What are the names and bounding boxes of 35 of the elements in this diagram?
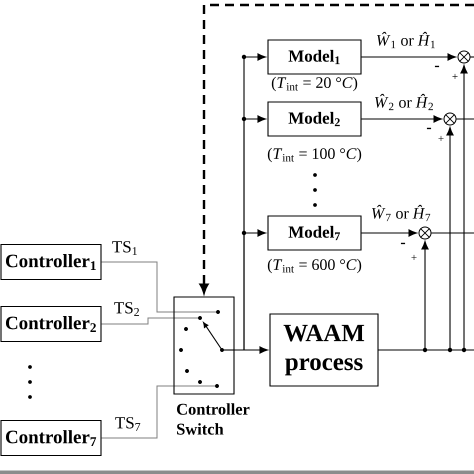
sign-label: - bbox=[426, 128, 432, 130]
connector-line bbox=[378, 349, 474, 351]
sign-label: - bbox=[434, 66, 440, 68]
process-box: WAAM process bbox=[269, 313, 379, 387]
controller-box: Controller$_{1}$ bbox=[0, 244, 102, 280]
caption-text: (T$_{int}$ = 20 °C) bbox=[272, 76, 358, 92]
model-box: Model$_{7}$ bbox=[267, 215, 362, 251]
connector-line bbox=[101, 262, 174, 312]
dashed-arrow bbox=[200, 4, 474, 294]
edge-label: Ŵ$_{7}$ or Ĥ$_{7}$ bbox=[372, 204, 430, 222]
sign-label: - bbox=[400, 242, 406, 244]
arrow bbox=[234, 229, 266, 351]
arrow bbox=[362, 229, 417, 237]
caption-text: (T$_{int}$ = 600 °C) bbox=[268, 258, 362, 274]
controller-box: Controller$_{2}$ bbox=[0, 306, 102, 342]
arrow bbox=[362, 53, 456, 61]
edge-label: TS$_{2}$ bbox=[114, 302, 139, 316]
edge-label: Ŵ$_{2}$ or Ĥ$_{2}$ bbox=[375, 94, 433, 110]
sign-label: + bbox=[438, 136, 444, 142]
arrow bbox=[362, 115, 442, 123]
edge-label: TS$_{7}$ bbox=[115, 417, 140, 431]
connector-line bbox=[432, 232, 474, 234]
caption-text: (T$_{int}$ = 100 °C) bbox=[268, 148, 362, 162]
sign-label: + bbox=[411, 254, 417, 260]
model-box: Model$_{2}$ bbox=[267, 101, 362, 137]
model-box: Model$_{1}$ bbox=[267, 39, 362, 75]
connector-line bbox=[101, 386, 174, 438]
edge-label: TS$_{1}$ bbox=[112, 241, 137, 255]
connector-line bbox=[101, 318, 174, 324]
sign-label: + bbox=[452, 74, 458, 80]
edge-label: Ŵ$_{1}$ or Ĥ$_{1}$ bbox=[377, 32, 435, 48]
box-label: Controller Switch bbox=[177, 403, 250, 435]
connector-line bbox=[456, 118, 474, 120]
controller-box: Controller$_{7}$ bbox=[0, 420, 102, 456]
connector-line bbox=[470, 56, 474, 58]
